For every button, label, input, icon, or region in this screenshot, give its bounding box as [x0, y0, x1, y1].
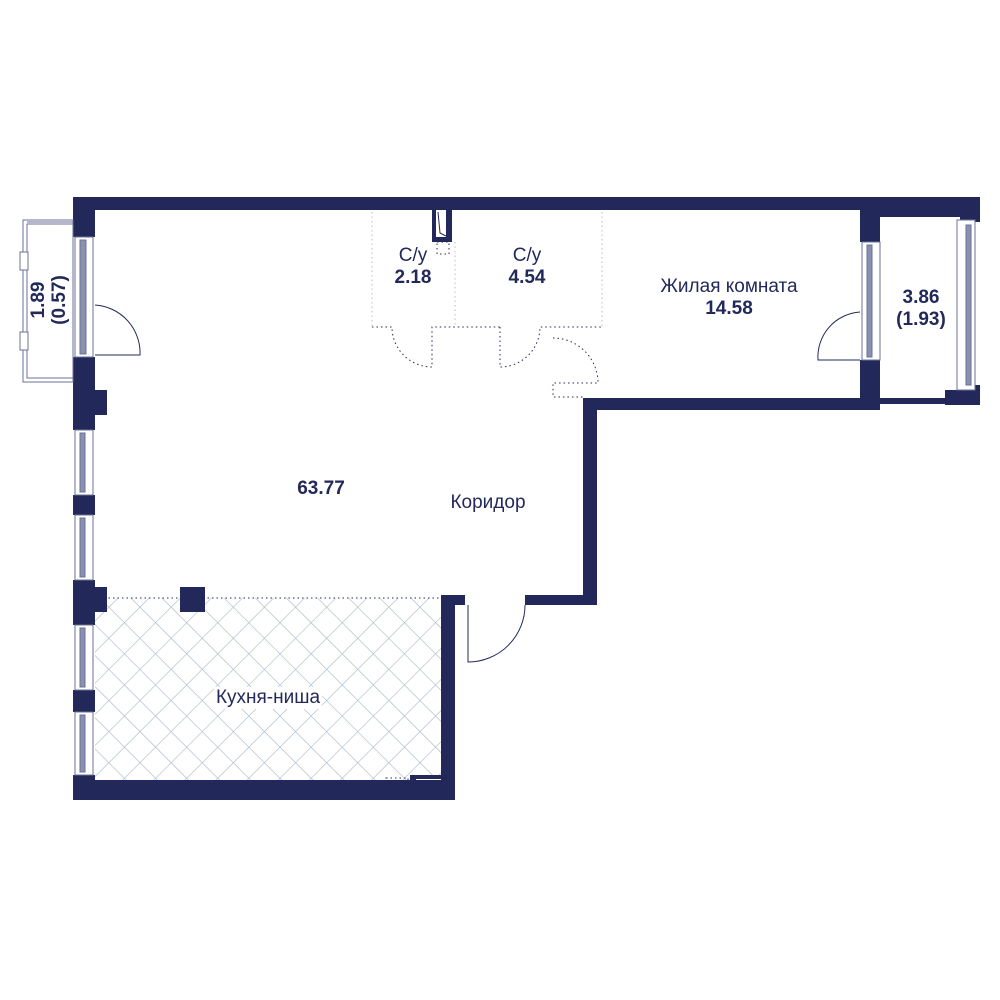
wc1-name: С/у: [398, 245, 428, 266]
left-balcony-outline: [19, 219, 74, 383]
kitchen-name: Кухня-ниша: [213, 687, 323, 709]
right-balcony-reduced-area: (1.93): [896, 308, 946, 330]
left-balcony-area: 1.89: [28, 281, 50, 319]
wc2-name: С/у: [512, 245, 542, 266]
left-balcony-reduced-area: (0.57): [49, 275, 70, 325]
bathroom-partitions: [371, 212, 603, 327]
left-balcony-label: 1.89 (0.57): [28, 275, 71, 325]
wc2-area: 4.54: [508, 266, 546, 288]
living-room-label: Жилая комната 14.58: [660, 276, 797, 320]
right-balcony-label: 3.86 (1.93): [896, 287, 946, 331]
right-balcony-area: 3.86: [902, 287, 940, 308]
wc1-label: С/у 2.18: [395, 245, 432, 289]
doors: [94, 304, 861, 663]
corridor-name: Коридор: [450, 492, 526, 513]
wc2-label: С/у 4.54: [509, 245, 546, 289]
main-room-area: 63.77: [297, 478, 345, 499]
wc1-area: 2.18: [394, 266, 432, 288]
bathroom-doors: [372, 241, 602, 791]
windows: [74, 219, 976, 776]
living-room-area: 14.58: [705, 297, 753, 319]
living-room-name: Жилая комната: [660, 276, 798, 297]
